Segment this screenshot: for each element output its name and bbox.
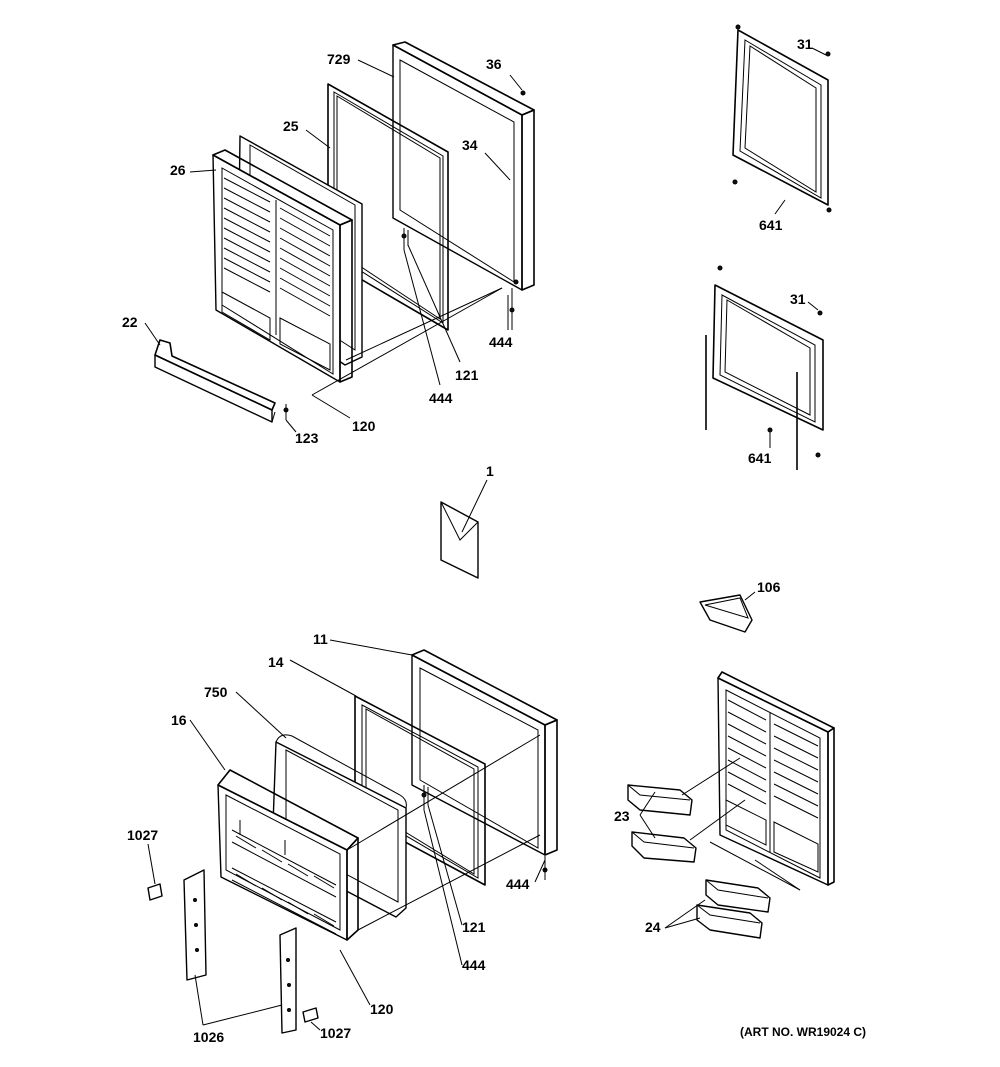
frame-641-upper xyxy=(732,24,832,215)
leader-lines-lower-left xyxy=(189,639,546,1026)
door-liner-shelves-26 xyxy=(212,149,353,383)
callout-750: 750 xyxy=(204,684,228,700)
callout-16: 16 xyxy=(171,712,187,728)
literature-envelope-1 xyxy=(440,479,488,579)
callout-444-upper-left: 444 xyxy=(429,390,453,406)
callout-1027-left: 1027 xyxy=(127,827,159,843)
bins-24 xyxy=(664,841,801,939)
callout-14: 14 xyxy=(268,654,284,670)
callout-121-lower: 121 xyxy=(462,919,486,935)
callout-25: 25 xyxy=(283,118,299,134)
part-106 xyxy=(699,591,756,633)
callout-120-upper: 120 xyxy=(352,418,376,434)
callout-23: 23 xyxy=(614,808,630,824)
callout-444-lower-left: 444 xyxy=(462,957,486,973)
callout-1027-right: 1027 xyxy=(320,1025,352,1041)
door-bin-22 xyxy=(154,339,276,423)
callout-120-lower: 120 xyxy=(370,1001,394,1017)
callout-641-upper: 641 xyxy=(759,217,783,233)
callout-26: 26 xyxy=(170,162,186,178)
callout-123: 123 xyxy=(295,430,319,446)
callout-36: 36 xyxy=(486,56,502,72)
callout-729: 729 xyxy=(327,51,351,67)
callout-444-upper-right: 444 xyxy=(489,334,513,350)
leader-lines-upper-left xyxy=(144,59,523,433)
hinge-pins-1027 xyxy=(147,843,321,1031)
callout-1026: 1026 xyxy=(193,1029,225,1045)
callout-31-upper: 31 xyxy=(797,36,813,52)
callout-641-lower: 641 xyxy=(748,450,772,466)
callout-121-upper: 121 xyxy=(455,367,479,383)
callout-444-lower-right: 444 xyxy=(506,876,530,892)
callout-31-lower: 31 xyxy=(790,291,806,307)
callout-106: 106 xyxy=(757,579,781,595)
hardware-upper-left xyxy=(283,228,515,420)
callout-1: 1 xyxy=(486,463,494,479)
callout-34: 34 xyxy=(462,137,478,153)
outer-door-panel-11 xyxy=(411,649,558,880)
bins-23 xyxy=(627,757,746,863)
callout-11: 11 xyxy=(313,631,328,647)
frame-641-lower xyxy=(705,265,824,470)
callout-24: 24 xyxy=(645,919,661,935)
callout-22: 22 xyxy=(122,314,138,330)
freezer-liner xyxy=(717,671,835,886)
door-gasket-frame-14 xyxy=(354,695,486,886)
door-hinge-brackets-1026 xyxy=(183,869,297,1034)
art-number: (ART NO. WR19024 C) xyxy=(740,1025,867,1039)
outer-door-panel-34 xyxy=(392,41,535,291)
